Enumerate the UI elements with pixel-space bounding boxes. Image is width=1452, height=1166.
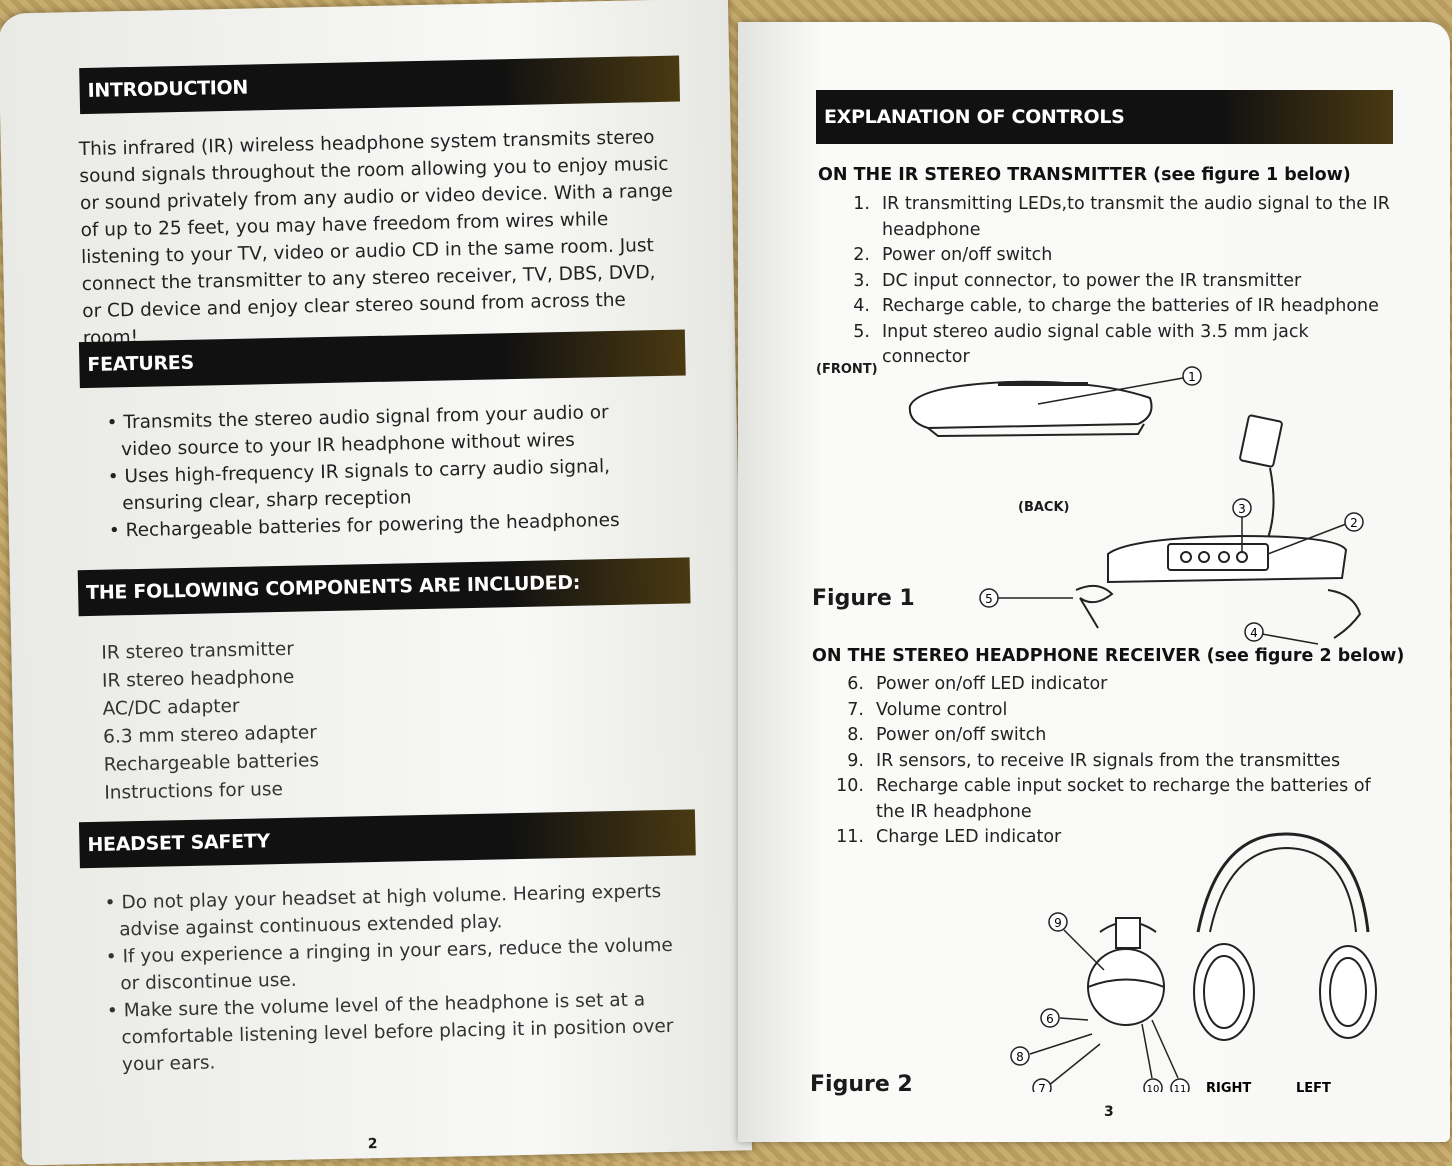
item-number: 6. <box>847 674 864 694</box>
earcup-closeup-drawing <box>1087 917 1165 1026</box>
transmitter-title: ON THE IR STEREO TRANSMITTER <box>818 165 1148 185</box>
callout-10: 10 <box>1141 1023 1163 1092</box>
item-text: Power on/off switch <box>876 725 1047 745</box>
item-number: 10. <box>836 776 864 796</box>
receiver-controls-list: 6. Power on/off LED indicator 7. Volume co… <box>828 672 1383 851</box>
callout-7: 7 <box>1032 1043 1101 1092</box>
components-heading: THE FOLLOWING COMPONENTS ARE INCLUDED: <box>77 557 691 617</box>
list-item: 5. Input stereo audio signal cable with 3… <box>834 320 1394 371</box>
callout-5: 5 <box>979 588 1073 608</box>
callout-number: 5 <box>985 592 993 606</box>
transmitter-subheading: ON THE IR STEREO TRANSMITTER (see figure… <box>818 165 1351 185</box>
transmitter-front-drawing <box>908 377 1184 438</box>
item-text: Recharge cable input socket to recharge … <box>876 776 1371 822</box>
callout-number: 1 <box>1188 370 1196 384</box>
callout-number: 4 <box>1250 626 1258 640</box>
item-text: Recharge cable, to charge the batteries … <box>882 296 1379 316</box>
safety-list: Do not play your headset at high volume.… <box>104 878 678 1079</box>
callout-number: 9 <box>1054 916 1062 930</box>
list-item: 4. Recharge cable, to charge the batterie… <box>834 294 1394 320</box>
list-item: 7. Volume control <box>828 698 1383 724</box>
list-item: 9. IR sensors, to receive IR signals from… <box>828 749 1383 775</box>
callout-11: 11 <box>1151 1019 1190 1092</box>
list-item: 8. Power on/off switch <box>828 723 1383 749</box>
page-number: 2 <box>367 1136 378 1153</box>
item-number: 1. <box>853 194 870 214</box>
callout-number: 11 <box>1174 1084 1187 1092</box>
receiver-subheading: ON THE STEREO HEADPHONE RECEIVER (see fi… <box>812 646 1404 666</box>
callout-3: 3 <box>1232 498 1252 552</box>
figure-2-illustration: 6 7 8 9 10 11 RIGHT LEFT <box>1010 832 1377 1092</box>
item-text: IR transmitting LEDs,to transmit the aud… <box>882 194 1390 240</box>
list-item: 10. Recharge cable input socket to rechar… <box>828 774 1383 825</box>
right-label: RIGHT <box>1206 1081 1251 1092</box>
transmitter-back-drawing <box>1075 534 1362 639</box>
callout-number: 3 <box>1238 502 1246 516</box>
transmitter-ref: (see figure 1 below) <box>1153 165 1351 185</box>
left-label: LEFT <box>1296 1081 1331 1092</box>
back-label: (BACK) <box>1018 500 1070 515</box>
item-text: Power on/off LED indicator <box>876 674 1108 694</box>
components-list: IR stereo transmitter IR stereo headphon… <box>101 631 504 807</box>
headphone-drawing <box>1193 832 1377 1041</box>
item-text: DC input connector, to power the IR tran… <box>882 270 1302 291</box>
front-label: (FRONT) <box>816 362 878 377</box>
callout-4: 4 <box>1244 622 1319 645</box>
callout-number: 8 <box>1016 1050 1024 1064</box>
callout-number: 2 <box>1350 516 1358 530</box>
features-list: Transmits the stereo audio signal from y… <box>106 398 649 544</box>
list-item: 3. DC input connector, to power the IR tr… <box>834 269 1394 295</box>
adapter-drawing <box>1239 414 1283 539</box>
list-item: 6. Power on/off LED indicator <box>828 672 1383 698</box>
item-number: 3. <box>853 270 870 291</box>
item-number: 9. <box>847 750 864 771</box>
figure-1-title: Figure 1 <box>812 586 915 611</box>
receiver-title: ON THE STEREO HEADPHONE RECEIVER <box>812 646 1201 666</box>
introduction-text: This infrared (IR) wireless headphone sy… <box>78 127 673 350</box>
item-number: 2. <box>853 245 870 265</box>
left-page: INTRODUCTION This infrared (IR) wireless… <box>0 0 752 1166</box>
list-item: Make sure the volume level of the headph… <box>107 986 679 1079</box>
list-item: 11. Charge LED indicator <box>828 825 1383 851</box>
callout-2: 2 <box>1267 512 1364 555</box>
callout-8: 8 <box>1010 1033 1093 1066</box>
transmitter-controls-list: 1. IR transmitting LEDs,to transmit the a… <box>834 192 1394 371</box>
controls-heading: EXPLANATION OF CONTROLS <box>816 90 1393 144</box>
item-text: IR sensors, to receive IR signals from t… <box>876 750 1341 771</box>
callout-number: 6 <box>1046 1012 1054 1026</box>
item-text: Input stereo audio signal cable with 3.5… <box>882 321 1309 368</box>
introduction-heading: INTRODUCTION <box>79 55 681 115</box>
list-item: 1. IR transmitting LEDs,to transmit the a… <box>834 192 1394 243</box>
receiver-ref: (see figure 2 below) <box>1206 646 1405 666</box>
item-number: 11. <box>836 827 864 847</box>
page-number: 3 <box>1104 1104 1114 1120</box>
right-page: EXPLANATION OF CONTROLS ON THE IR STEREO… <box>738 22 1450 1142</box>
callout-1: 1 <box>1182 366 1202 386</box>
item-text: Volume control <box>876 699 1008 720</box>
item-text: Power on/off switch <box>882 245 1053 265</box>
item-text: Charge LED indicator <box>876 827 1062 847</box>
callout-number: 7 <box>1038 1082 1046 1092</box>
callout-number: 10 <box>1147 1084 1160 1092</box>
callout-9: 9 <box>1048 912 1105 971</box>
figure-2-title: Figure 2 <box>810 1072 913 1097</box>
item-number: 4. <box>853 296 870 316</box>
safety-heading: HEADSET SAFETY <box>78 809 696 869</box>
callout-6: 6 <box>1040 1008 1089 1028</box>
figure-1-illustration: 1 2 3 4 <box>908 366 1364 645</box>
list-item: 2. Power on/off switch <box>834 243 1394 269</box>
item-number: 5. <box>853 321 870 342</box>
item-number: 8. <box>847 725 864 745</box>
item-number: 7. <box>847 699 864 720</box>
